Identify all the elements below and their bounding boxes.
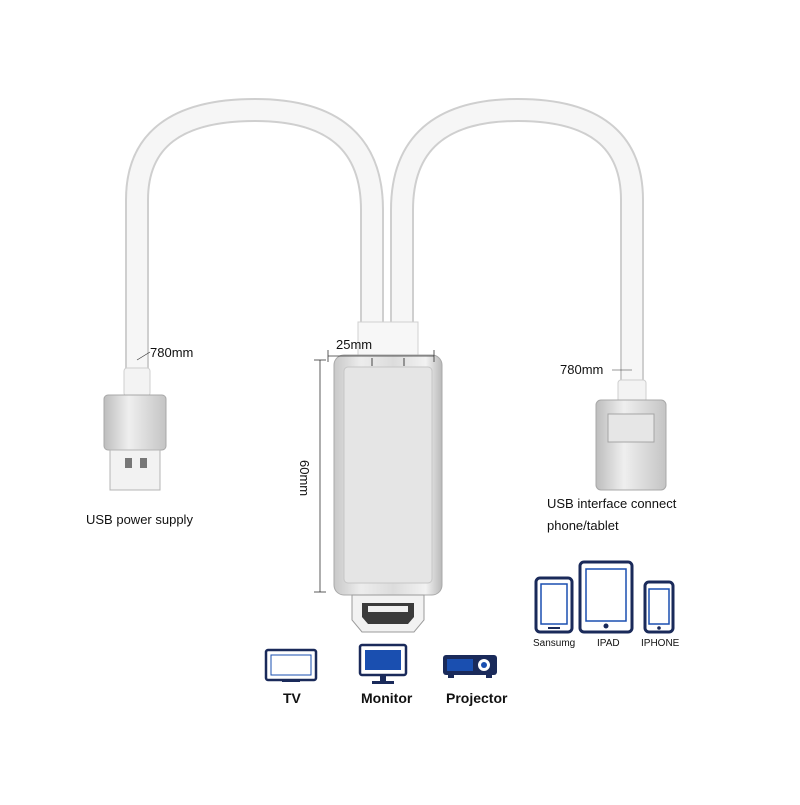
usb-interface-label-line2: phone/tablet	[547, 518, 619, 533]
left-cable-edge	[125, 97, 384, 384]
monitor-icon	[358, 643, 408, 684]
device-label-iphone: IPHONE	[641, 638, 680, 649]
usb-a-female-receptacle-icon	[595, 379, 667, 491]
device-label-projector: Projector	[446, 690, 508, 706]
adapter-width-label: 25mm	[336, 337, 373, 352]
device-label-monitor: Monitor	[361, 690, 413, 706]
usb-interface-label-line1: USB interface connect	[547, 496, 677, 511]
projector-icon	[443, 655, 497, 678]
iphone-icon	[643, 580, 675, 634]
tablet-icon	[578, 560, 634, 634]
adapter-body	[333, 321, 443, 596]
device-label-sansumg: Sansumg	[533, 638, 576, 649]
android-phone-icon	[534, 576, 574, 634]
hdmi-plug-icon	[351, 594, 425, 633]
tv-icon	[264, 648, 318, 682]
right-cable-length-label: 780mm	[560, 362, 604, 377]
usb-power-supply-label: USB power supply	[86, 512, 193, 527]
device-label-ipad: IPAD	[597, 638, 620, 649]
device-label-tv: TV	[283, 690, 301, 706]
right-cable-edge	[390, 97, 644, 396]
adapter-height-label: 60mm	[297, 460, 312, 497]
cables	[125, 97, 644, 396]
left-cable	[127, 99, 382, 382]
left-cable-length-label: 780mm	[150, 345, 194, 360]
right-cable	[392, 99, 642, 394]
usb-a-male-plug-icon	[103, 367, 167, 491]
dimension-marks	[136, 350, 632, 593]
